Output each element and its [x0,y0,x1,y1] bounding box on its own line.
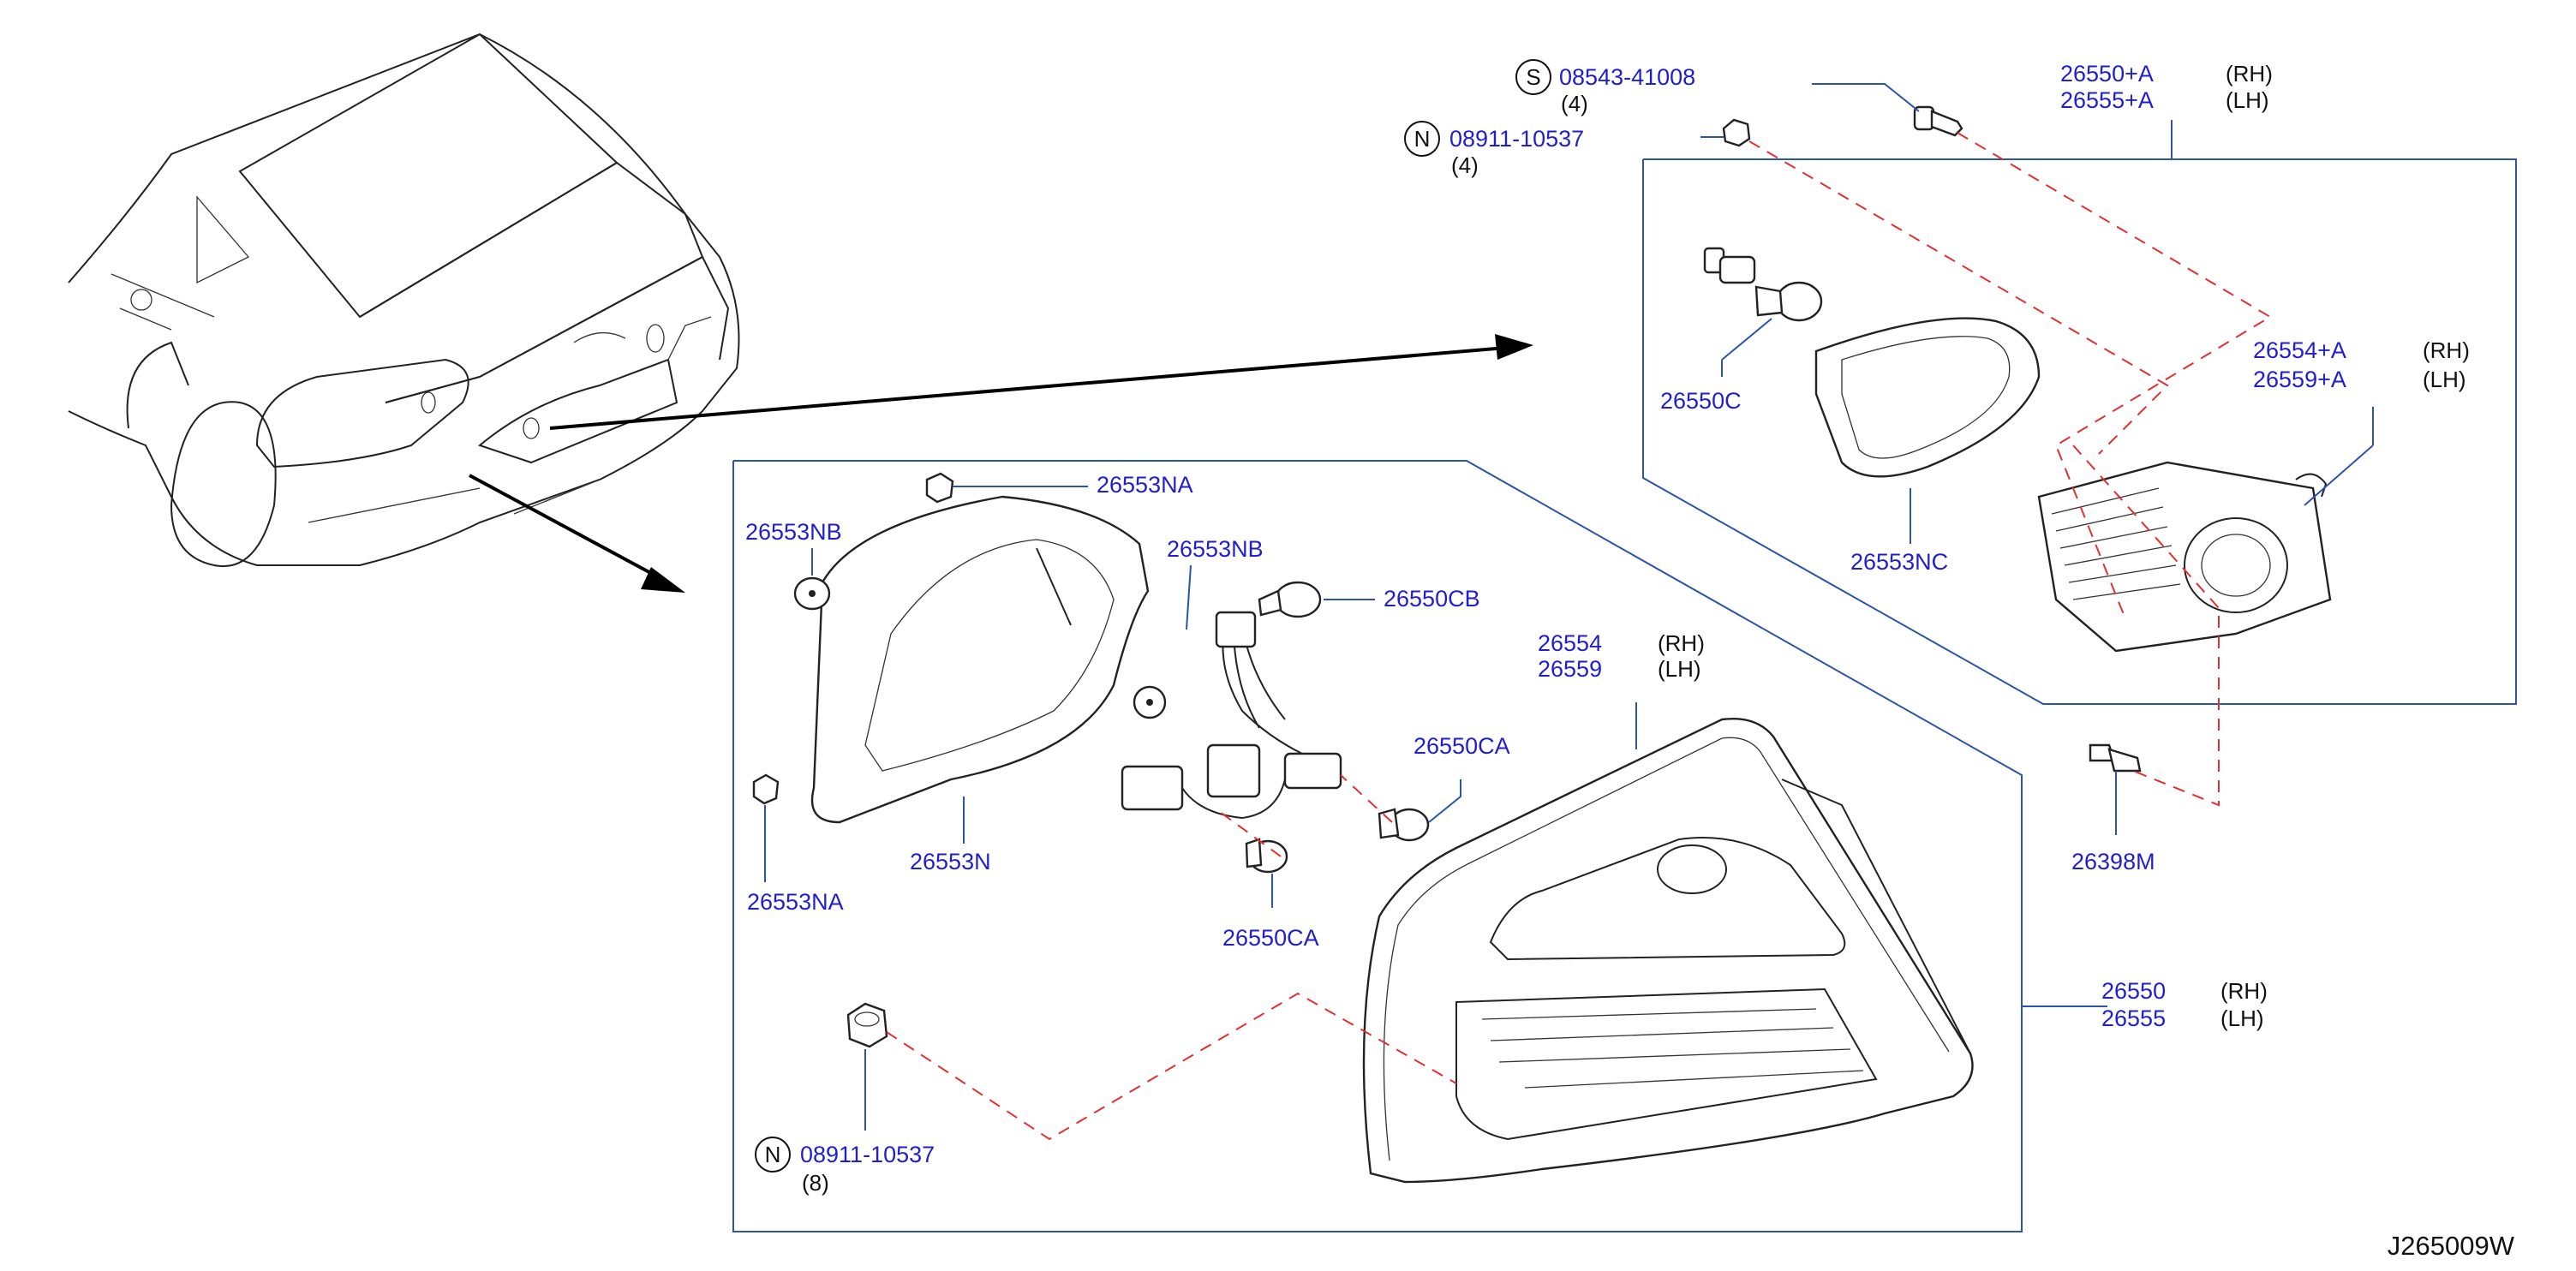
outer-set-lh-side: (LH) [2220,1005,2264,1031]
inner-set-rh-part: 26550+A [2060,61,2154,87]
part-26550CA-right-label[interactable]: 26550CA [1414,733,1510,759]
part-26553NB-mid-label[interactable]: 26553NB [1167,536,1264,562]
part-26553NA-top-label[interactable]: 26553NA [1097,472,1193,498]
screw-part-number: 08543-41008 [1559,64,1695,90]
wire-harness-drawing [1121,564,1375,820]
grommet-26553NA-top-drawing [925,472,1088,504]
outer-lamp-set-label[interactable]: 26550 (RH) 26555 (LH) [2022,978,2268,1031]
part-26550C-label[interactable]: 26550C [1660,388,1742,414]
pointer-arrows [469,334,1533,593]
nut-bottom-qty: (8) [802,1170,829,1196]
lens-gasket-26553NC [1814,317,2041,544]
outer-lamp-body-26554 [1362,702,1974,1184]
inner-set-lh-part: 26555+A [2060,87,2154,113]
inner-body-rh-side: (RH) [2423,337,2470,363]
inner-body-rh-part: 26554+A [2253,337,2346,363]
symbol-s: S [1526,64,1540,90]
outer-set-rh-part: 26550 [2101,978,2166,1004]
screw-08543-41008-drawing [1812,83,1963,137]
inner-body-lh-part: 26559+A [2253,367,2346,392]
clip-26398M-drawing [2089,743,2142,835]
dashed-guide-lines [886,132,2272,1141]
inner-lamp-body-26554A [2037,407,2374,653]
outer-body-lh-side: (LH) [1658,656,1701,682]
part-26553N-label[interactable]: 26553N [910,849,991,874]
screw-08543-41008-label[interactable]: S 08543-41008 (4) [1515,59,1695,116]
nut-top-qty: (4) [1451,152,1479,178]
nut-bottom-part-number: 08911-10537 [800,1142,935,1167]
bulb-socket-26550C [1703,247,1823,377]
part-26553NA-left-label[interactable]: 26553NA [747,889,844,915]
outer-set-rh-side: (RH) [2220,978,2268,1004]
outer-body-rh-side: (RH) [1658,630,1705,656]
nut-bottom-label[interactable]: N 08911-10537 (8) [755,1137,935,1196]
symbol-n-circle [1404,121,1440,157]
grommet-26553NA-left-drawing [752,773,780,882]
symbol-n: N [1414,126,1431,152]
outer-body-rh-part: 26554 [1538,630,1602,656]
part-26550CA-bottom-label[interactable]: 26550CA [1222,925,1319,951]
nut-08911-10537-top-drawing [1700,118,1751,147]
bulb-cover-26553N [810,495,1150,844]
inner-set-rh-side: (RH) [2226,61,2273,87]
outer-lamp-body-label[interactable]: 26554 (RH) 26559 (LH) [1538,630,1705,682]
grommet-26553NB-left-drawing [793,548,831,611]
inner-set-lh-side: (LH) [2226,87,2269,113]
nut-08911-10537-bottom-drawing [846,1002,888,1131]
car-rear-illustration [68,33,740,568]
part-26553NB-left-label[interactable]: 26553NB [745,519,842,545]
outer-lamp-frame [732,460,2023,1232]
grommet-26553NB-mid-drawing [1133,685,1167,719]
inner-lamp-frame [1642,158,2517,705]
part-26550CB-label[interactable]: 26550CB [1384,586,1480,612]
symbol-s-circle [1515,59,1551,95]
nut-top-part-number: 08911-10537 [1449,126,1584,152]
outer-set-lh-part: 26555 [2101,1005,2166,1031]
part-26398M-label[interactable]: 26398M [2071,849,2155,874]
bulb-26550CA-bottom-drawing [1245,838,1288,908]
part-26553NC-label[interactable]: 26553NC [1850,549,1948,575]
outer-body-lh-part: 26559 [1538,656,1602,682]
bulb-26550CA-right-drawing [1378,779,1461,842]
inner-lamp-body-label[interactable]: 26554+A (RH) 26559+A (LH) [2253,337,2470,392]
symbol-n: N [765,1142,781,1167]
inner-lamp-set-label[interactable]: 26550+A (RH) 26555+A (LH) [2060,61,2273,159]
nut-top-label[interactable]: N 08911-10537 (4) [1404,121,1584,178]
screw-qty: (4) [1561,91,1588,116]
diagram-code: J265009W [2388,1231,2515,1261]
symbol-n-circle [755,1137,791,1173]
inner-body-lh-side: (LH) [2423,367,2466,392]
